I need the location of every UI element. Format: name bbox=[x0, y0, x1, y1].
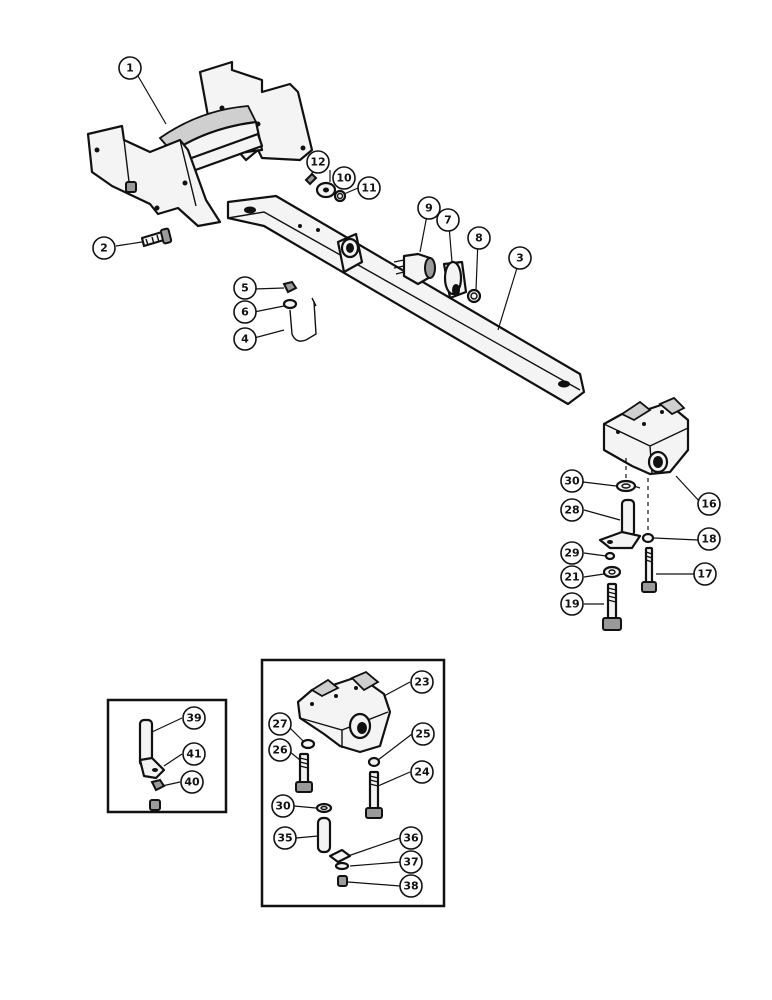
parts-10-11-12-hardware bbox=[304, 172, 347, 203]
inset-box-large bbox=[260, 658, 446, 908]
svg-text:6: 6 bbox=[241, 306, 249, 319]
callout-24: 24 bbox=[410, 760, 434, 784]
svg-text:27: 27 bbox=[272, 718, 287, 731]
svg-text:38: 38 bbox=[403, 880, 418, 893]
svg-text:24: 24 bbox=[414, 766, 430, 779]
svg-text:21: 21 bbox=[564, 571, 579, 584]
callout-6: 6 bbox=[233, 300, 257, 324]
part-19-bolt bbox=[602, 582, 622, 631]
svg-text:4: 4 bbox=[241, 333, 249, 346]
part-1-front-support-frame bbox=[86, 60, 314, 228]
svg-text:30: 30 bbox=[564, 475, 580, 488]
callout-29: 29 bbox=[560, 541, 584, 565]
svg-text:11: 11 bbox=[361, 182, 376, 195]
svg-text:2: 2 bbox=[100, 242, 108, 255]
svg-text:36: 36 bbox=[403, 832, 419, 845]
callout-4: 4 bbox=[233, 327, 257, 351]
part-28-pin-with-plate bbox=[598, 498, 642, 550]
callout-7: 7 bbox=[436, 208, 460, 232]
svg-text:26: 26 bbox=[272, 744, 288, 757]
inset-box-small bbox=[106, 698, 228, 814]
svg-text:10: 10 bbox=[336, 172, 352, 185]
callout-5: 5 bbox=[233, 276, 257, 300]
part-16-axle-support-bracket bbox=[602, 396, 690, 532]
callout-36: 36 bbox=[399, 826, 423, 850]
callout-35: 35 bbox=[273, 826, 297, 850]
part-29-washer bbox=[604, 551, 616, 561]
svg-text:41: 41 bbox=[186, 748, 201, 761]
part-2-bolt bbox=[140, 227, 173, 248]
callout-9: 9 bbox=[417, 196, 441, 220]
part-18-lock-washer bbox=[641, 532, 655, 544]
part-21-flat-washer bbox=[602, 565, 622, 579]
callout-17: 17 bbox=[693, 562, 717, 586]
svg-text:18: 18 bbox=[701, 533, 716, 546]
part-17-bolt bbox=[641, 546, 657, 593]
part-8-ring bbox=[466, 288, 482, 304]
parts-4-5-6-u-bolt-assembly bbox=[282, 280, 317, 342]
svg-text:35: 35 bbox=[277, 832, 292, 845]
callout-41: 41 bbox=[182, 742, 206, 766]
svg-text:12: 12 bbox=[310, 156, 325, 169]
svg-text:23: 23 bbox=[414, 676, 429, 689]
callout-40: 40 bbox=[180, 770, 204, 794]
callout-8: 8 bbox=[467, 226, 491, 250]
svg-text:17: 17 bbox=[697, 568, 712, 581]
callout-12: 12 bbox=[306, 150, 330, 174]
callout-2: 2 bbox=[92, 236, 116, 260]
callout-30-upper: 30 bbox=[560, 469, 584, 493]
callout-26: 26 bbox=[268, 738, 292, 762]
callout-19: 19 bbox=[560, 592, 584, 616]
svg-text:29: 29 bbox=[564, 547, 579, 560]
callout-16: 16 bbox=[697, 492, 721, 516]
callout-28: 28 bbox=[560, 498, 584, 522]
part-9-pivot-pin bbox=[393, 252, 436, 286]
svg-text:25: 25 bbox=[415, 728, 430, 741]
svg-text:30: 30 bbox=[275, 800, 291, 813]
svg-text:16: 16 bbox=[701, 498, 717, 511]
callout-23: 23 bbox=[410, 670, 434, 694]
callout-38: 38 bbox=[399, 874, 423, 898]
part-7-bushing bbox=[442, 260, 468, 300]
svg-text:1: 1 bbox=[126, 62, 134, 75]
callout-3: 3 bbox=[508, 246, 532, 270]
callout-25: 25 bbox=[411, 722, 435, 746]
callout-10: 10 bbox=[332, 166, 356, 190]
part-30-washer-upper bbox=[615, 479, 637, 493]
callout-21: 21 bbox=[560, 565, 584, 589]
svg-text:7: 7 bbox=[444, 214, 452, 227]
callout-18: 18 bbox=[697, 527, 721, 551]
callout-37: 37 bbox=[399, 850, 423, 874]
part-3-axle-beam bbox=[226, 194, 586, 406]
svg-text:28: 28 bbox=[564, 504, 579, 517]
svg-text:40: 40 bbox=[184, 776, 200, 789]
callout-11: 11 bbox=[357, 176, 381, 200]
svg-text:3: 3 bbox=[516, 252, 524, 265]
svg-text:19: 19 bbox=[564, 598, 579, 611]
callout-1: 1 bbox=[118, 56, 142, 80]
callout-39: 39 bbox=[182, 706, 206, 730]
callout-27: 27 bbox=[268, 712, 292, 736]
svg-text:37: 37 bbox=[403, 856, 418, 869]
svg-text:8: 8 bbox=[475, 232, 483, 245]
svg-text:5: 5 bbox=[241, 282, 249, 295]
callout-30-lower: 30 bbox=[271, 794, 295, 818]
svg-text:9: 9 bbox=[425, 202, 433, 215]
svg-text:39: 39 bbox=[186, 712, 201, 725]
